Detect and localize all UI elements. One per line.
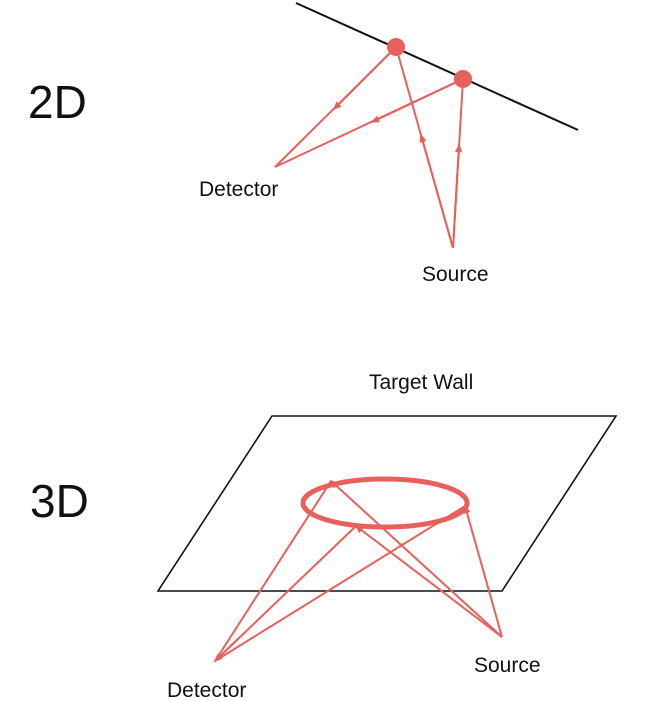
ray-source-to-ring-right <box>463 504 503 638</box>
detector-label-2d: Detector <box>199 178 278 201</box>
ray-arrow-source-to-point2 <box>452 143 463 249</box>
source-label-2d: Source <box>422 263 489 286</box>
source-label-3d: Source <box>474 654 541 677</box>
detector-label-3d: Detector <box>167 679 246 701</box>
panel-3d: 3D Target Wall Detector Source <box>30 371 618 701</box>
ray-ring-right-to-detector <box>214 505 466 662</box>
ray-arrow-point2-to-detector <box>370 78 464 123</box>
panel-2d: 2D Detector Source <box>28 2 579 286</box>
reflection-point-1 <box>387 38 405 56</box>
reflection-point-2 <box>454 70 472 88</box>
wall-line-2d <box>295 2 579 131</box>
ray-arrow-source-to-point1 <box>419 133 454 249</box>
ray-source-to-ring-midleft <box>354 524 503 638</box>
panel-3d-title: 3D <box>30 475 89 527</box>
target-wall-label: Target Wall <box>369 371 473 394</box>
target-wall-plane <box>156 415 618 592</box>
panel-2d-title: 2D <box>28 76 87 128</box>
reflection-ring <box>300 476 470 530</box>
ray-ring-left-to-detector <box>214 480 332 662</box>
ray-arrow-point1-to-detector <box>332 46 397 111</box>
ray-arrow-to-detector <box>213 636 241 663</box>
ray-source-to-ring-left <box>329 479 503 638</box>
